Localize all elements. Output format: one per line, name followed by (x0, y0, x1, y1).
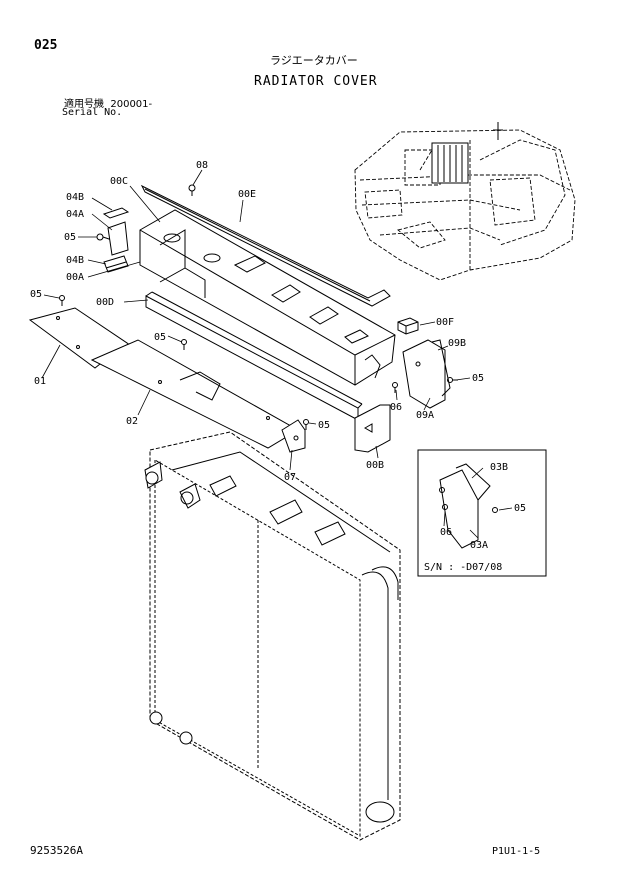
callout-02: 02 (126, 416, 138, 427)
bracket-00B (354, 404, 391, 453)
bolt-05-c (181, 339, 187, 350)
bolt-05-b (59, 295, 65, 306)
inset-callout-03A: 03A (470, 540, 488, 551)
bolt-05-d (303, 419, 309, 430)
callout-08: 08 (196, 160, 208, 171)
radiator-core (144, 431, 401, 841)
callout-00F: 00F (436, 317, 454, 328)
callout-09A: 09A (416, 410, 434, 421)
callout-04B-bottom: 04B (66, 255, 84, 266)
leader-lines (41, 169, 513, 539)
inset-sn-note: S/N : -D07/08 (424, 562, 502, 573)
title-english: RADIATOR COVER (254, 74, 378, 89)
serial-line-jp: 適用号機 200001- (64, 95, 152, 110)
callout-05-c: 05 (154, 332, 166, 343)
bracket-09A (402, 339, 451, 409)
inset-callout-03B: 03B (490, 462, 508, 473)
bolt-08 (188, 184, 196, 196)
serial-value: 200001- (110, 99, 153, 110)
bracket-07 (281, 419, 306, 453)
bushing-04B-bottom (103, 255, 129, 273)
callout-05-b: 05 (30, 289, 42, 300)
inset-labels: 03B 05 06 03A S/N : -D07/08 (424, 462, 526, 573)
page-number: 025 (34, 38, 58, 53)
serial-label-jp: 適用号機 (64, 99, 104, 110)
plate-02 (90, 339, 299, 449)
top-cover-00C (139, 209, 396, 386)
block-00F (397, 317, 419, 335)
document-number: 9253526A (30, 844, 83, 857)
page-reference: P1U1-1-5 (492, 846, 541, 857)
callout-05-a: 05 (64, 232, 76, 243)
callout-09B: 09B (448, 338, 466, 349)
callout-labels: 08 00C 00E 04B 04A 05 04B 00A 05 00D 05 … (30, 160, 484, 483)
callout-06: 06 (390, 402, 402, 413)
hardware-04A (107, 221, 129, 256)
bolt-06 (392, 382, 398, 393)
machine-overview (354, 129, 576, 281)
callout-04B-top: 04B (66, 192, 84, 203)
serial-label-en: Serial No. (62, 107, 123, 118)
title-japanese: ラジエータカバー (270, 54, 358, 67)
seal-strip-00E (140, 184, 391, 307)
callout-04A: 04A (66, 209, 84, 220)
callout-00B: 00B (366, 460, 384, 471)
inset-detail-box (417, 449, 547, 577)
callout-00D: 00D (96, 297, 114, 308)
inset-callout-05: 05 (514, 503, 526, 514)
callout-01: 01 (34, 376, 46, 387)
callout-00C: 00C (110, 176, 128, 187)
machine-radiator-detail (431, 122, 503, 184)
callout-07: 07 (284, 472, 296, 483)
inset-callout-06: 06 (440, 527, 452, 538)
callout-00E: 00E (238, 189, 256, 200)
callout-05-d: 05 (318, 420, 330, 431)
callout-05-e: 05 (472, 373, 484, 384)
callout-00A: 00A (66, 272, 84, 283)
bushing-04B-top (102, 207, 130, 219)
